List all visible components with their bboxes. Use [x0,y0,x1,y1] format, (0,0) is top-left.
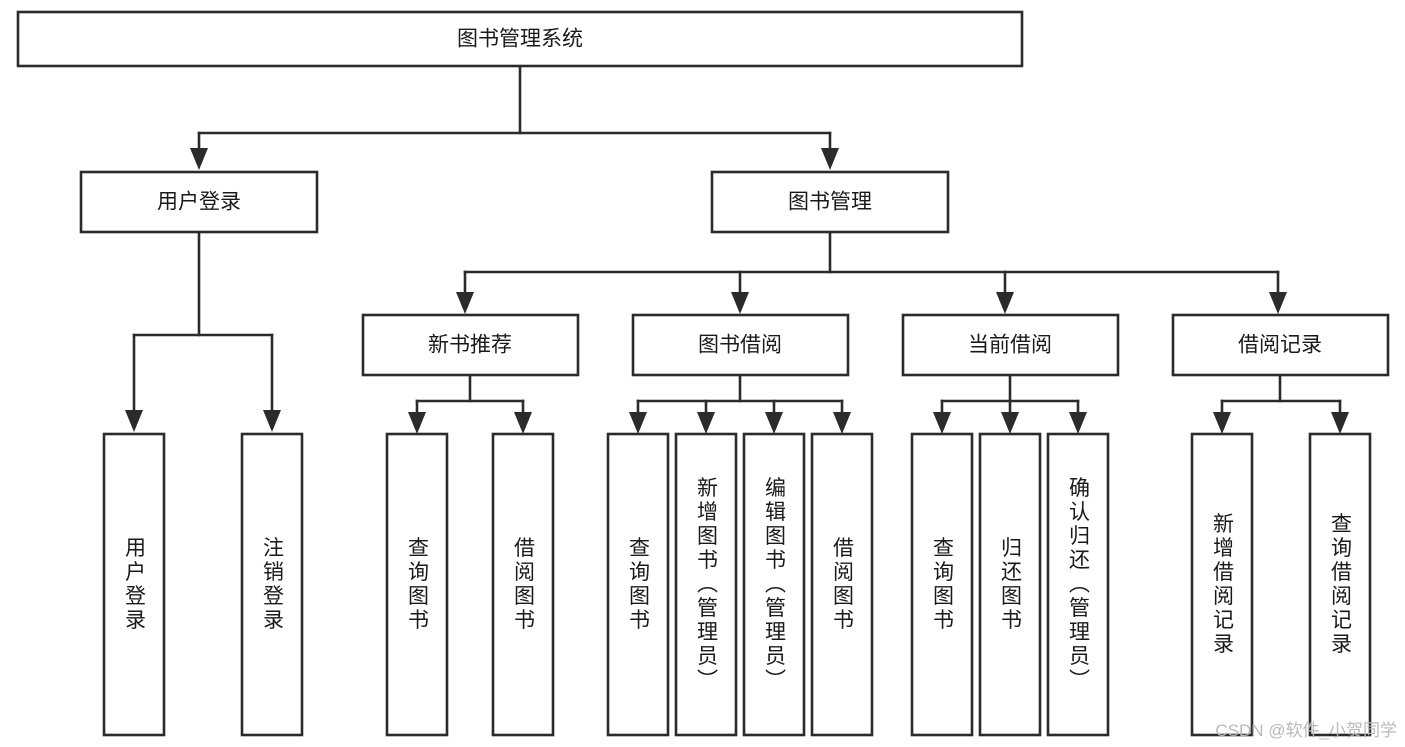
arrow-to-new-book-recommend [456,292,474,314]
node-leaf-edit-book[interactable]: 编辑图书（管理员） [742,432,806,737]
node-root-system-label: 图书管理系统 [457,28,583,51]
arrow-to-leaf-query-book-a [408,412,426,434]
node-leaf-logout[interactable]: 注销登录 [240,432,304,737]
node-leaf-borrow-book[interactable]: 借阅图书 [810,432,874,737]
connector-book-borrow-to-leaves [629,373,851,434]
connector-root-to-level2 [190,64,839,170]
node-book-borrow[interactable]: 图书借阅 [631,313,850,377]
node-leaf-add-borrow-record-label: 新增借阅记录 [1211,513,1235,657]
node-leaf-borrow-book-recommend-label: 借阅图书 [512,537,536,633]
node-book-management-label: 图书管理 [788,191,872,214]
arrow-to-leaf-edit-book [765,412,783,434]
node-leaf-query-borrow-record[interactable]: 查询借阅记录 [1308,432,1372,737]
arrow-to-leaf-add-record [1213,412,1231,434]
node-leaf-logout-label: 注销登录 [261,537,285,633]
node-leaf-user-login-label: 用户登录 [123,537,147,633]
node-book-borrow-label: 图书借阅 [698,334,782,357]
arrow-to-leaf-query-book-c [933,412,951,434]
node-leaf-query-book-current[interactable]: 查询图书 [910,432,974,737]
arrow-to-leaf-user-login [125,410,143,432]
arrow-to-user-login [190,148,208,170]
node-borrow-record-label: 借阅记录 [1238,334,1322,357]
node-current-borrow[interactable]: 当前借阅 [901,313,1120,377]
node-leaf-edit-book-label: 编辑图书（管理员） [763,477,787,693]
connector-current-borrow-to-leaves [933,373,1087,434]
node-root-system[interactable]: 图书管理系统 [16,10,1024,68]
arrow-to-leaf-return-book [1001,412,1019,434]
connector-borrow-record-to-leaves [1213,373,1349,434]
arrow-to-leaf-confirm-return [1069,412,1087,434]
node-leaf-confirm-return-label: 确认归还（管理员） [1067,477,1091,693]
arrow-to-current-borrow [996,292,1014,314]
node-leaf-query-book-recommend[interactable]: 查询图书 [385,432,449,737]
node-leaf-add-book[interactable]: 新增图书（管理员） [674,432,738,737]
node-leaf-query-book-current-label: 查询图书 [931,537,955,633]
connector-book-management-to-level3 [456,230,1287,314]
node-new-book-recommend-label: 新书推荐 [428,334,512,357]
node-leaf-return-book[interactable]: 归还图书 [978,432,1042,737]
node-new-book-recommend[interactable]: 新书推荐 [361,313,580,377]
arrow-to-book-borrow [731,292,749,314]
arrow-to-leaf-query-record [1331,412,1349,434]
arrow-to-leaf-borrow-book-b [833,412,851,434]
node-leaf-user-login[interactable]: 用户登录 [102,432,166,737]
node-borrow-record[interactable]: 借阅记录 [1171,313,1390,377]
node-user-login-label: 用户登录 [157,191,241,214]
node-book-management[interactable]: 图书管理 [710,170,950,234]
node-current-borrow-label: 当前借阅 [968,334,1052,357]
arrow-to-leaf-logout [263,410,281,432]
node-leaf-return-book-label: 归还图书 [999,537,1023,633]
connector-new-book-recommend-to-leaves [408,373,532,434]
arrow-to-borrow-record [1269,292,1287,314]
node-leaf-borrow-book-recommend[interactable]: 借阅图书 [491,432,555,737]
node-leaf-add-borrow-record[interactable]: 新增借阅记录 [1190,432,1254,737]
node-leaf-confirm-return[interactable]: 确认归还（管理员） [1046,432,1110,737]
connector-user-login-to-leaves [125,230,281,432]
arrow-to-book-management [821,148,839,170]
node-leaf-borrow-book-label: 借阅图书 [831,537,855,633]
node-leaf-query-book-borrow[interactable]: 查询图书 [606,432,670,737]
arrow-to-leaf-query-book-b [629,412,647,434]
node-leaf-query-book-recommend-label: 查询图书 [406,537,430,633]
node-leaf-add-book-label: 新增图书（管理员） [695,477,719,693]
node-leaf-query-book-borrow-label: 查询图书 [627,537,651,633]
arrow-to-leaf-borrow-book-a [514,412,532,434]
arrow-to-leaf-add-book [697,412,715,434]
node-user-login[interactable]: 用户登录 [79,170,319,234]
node-leaf-query-borrow-record-label: 查询借阅记录 [1329,513,1353,657]
